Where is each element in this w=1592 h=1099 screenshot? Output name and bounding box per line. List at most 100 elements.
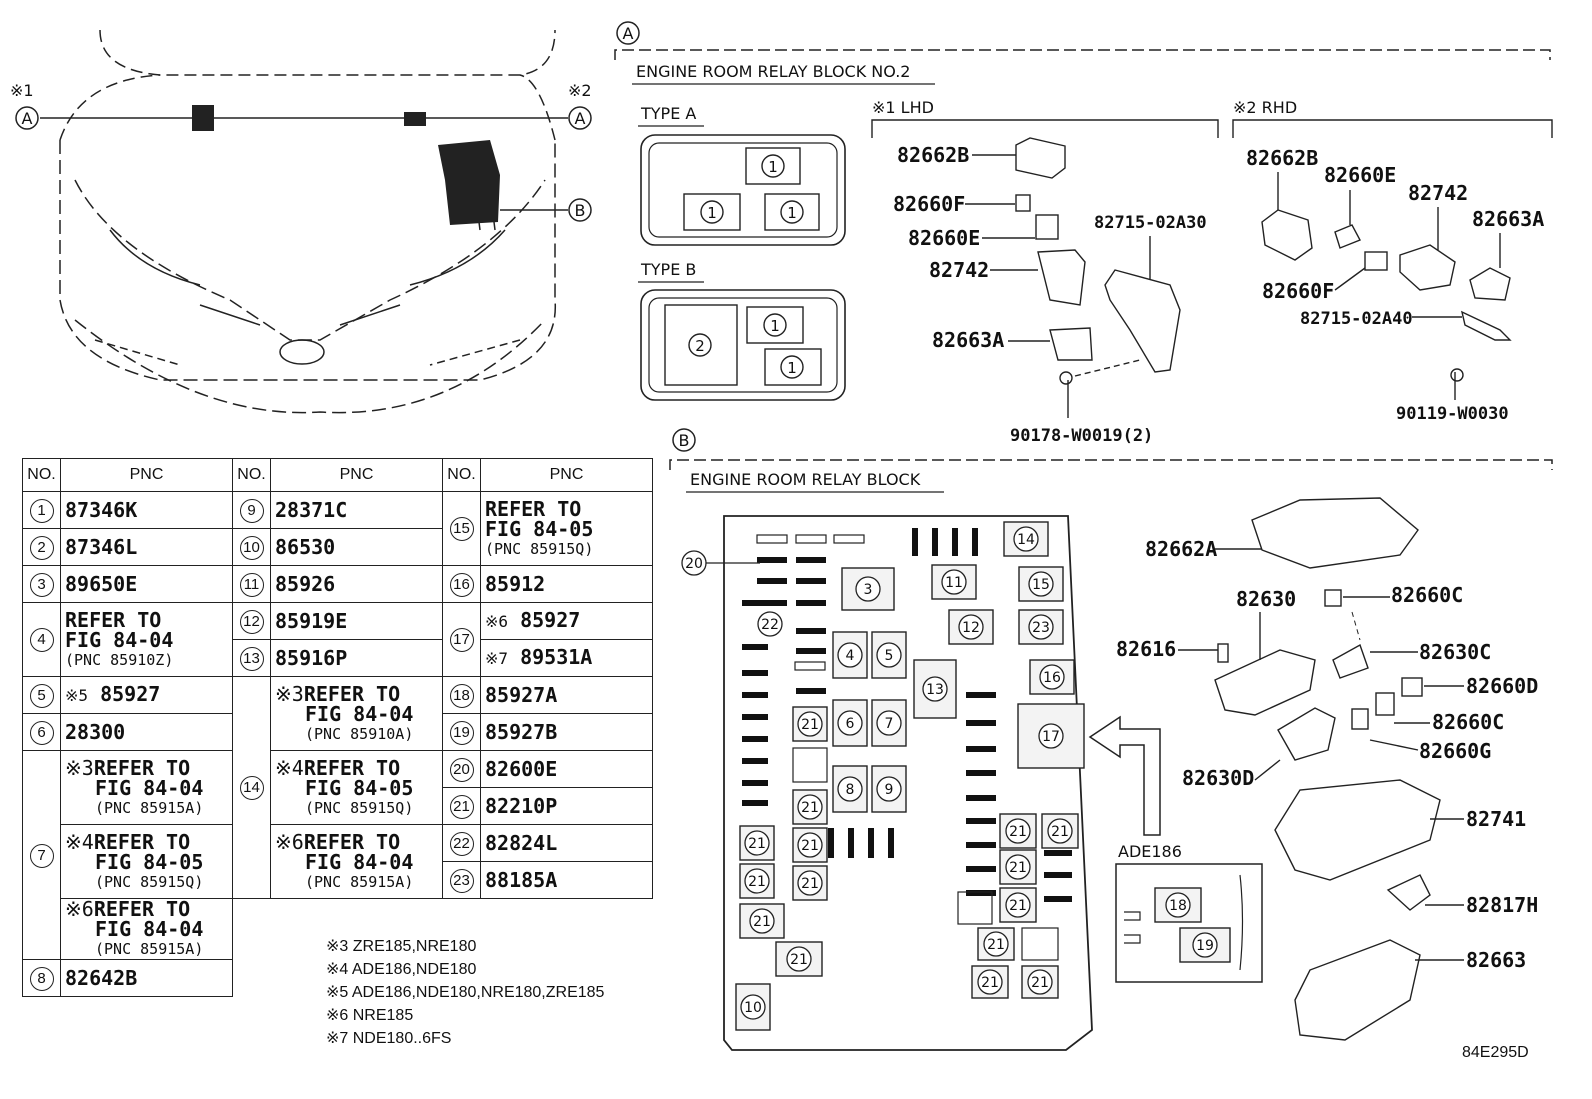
pnc-cell: 86530 bbox=[270, 528, 443, 566]
svg-text:1: 1 bbox=[707, 204, 717, 222]
fuse-callout-21 bbox=[797, 794, 823, 820]
row-number: 9 bbox=[239, 498, 264, 523]
fuse-callout-21 bbox=[977, 969, 1003, 995]
engine-room-relay-block-marker bbox=[438, 140, 500, 225]
fuse-blade bbox=[966, 842, 996, 848]
section-a-callout bbox=[616, 21, 640, 45]
svg-text:82660C: 82660C bbox=[1391, 583, 1463, 607]
pnc-reference-cell: ※3REFER TO FIG 84-04(PNC 85915A) bbox=[60, 750, 233, 825]
diagram-code: 84E295D bbox=[1462, 1044, 1529, 1061]
svg-text:82660D: 82660D bbox=[1466, 674, 1538, 698]
footnote: ※4 ADE186,NDE180 bbox=[326, 961, 477, 978]
svg-text:82662A: 82662A bbox=[1145, 537, 1217, 561]
fuse-number: 12 bbox=[962, 620, 980, 636]
row-number: 11 bbox=[239, 572, 264, 597]
row-number: 15 bbox=[449, 517, 474, 541]
fuse-number: 21 bbox=[1051, 824, 1069, 840]
fuse-blade bbox=[742, 644, 768, 650]
ade186-label: ADE186 bbox=[1118, 842, 1182, 861]
footnote: ※7 NDE180..6FS bbox=[326, 1030, 452, 1047]
fuse-blade bbox=[742, 736, 768, 742]
fuse-blade bbox=[966, 890, 996, 896]
svg-text:82742: 82742 bbox=[929, 258, 989, 282]
svg-text:82630D: 82630D bbox=[1182, 766, 1254, 790]
fuse-blade bbox=[796, 648, 826, 654]
fuse-blade bbox=[742, 714, 768, 720]
svg-text:B: B bbox=[679, 431, 690, 450]
pnc-cell: 85912 bbox=[480, 565, 653, 603]
fuse-callout-23 bbox=[1028, 614, 1054, 640]
fuse-number: 21 bbox=[748, 836, 766, 852]
fuse-number: 19 bbox=[1196, 938, 1214, 954]
block-b-part-sketches bbox=[1178, 497, 1464, 1041]
fuse-callout-7 bbox=[876, 710, 902, 736]
fuse-callout-18 bbox=[1165, 892, 1191, 918]
fuse-number: 21 bbox=[1009, 860, 1027, 876]
svg-text:82715-02A40: 82715-02A40 bbox=[1300, 309, 1413, 329]
relay-block-rhd-marker bbox=[404, 112, 426, 126]
fuse-blade bbox=[888, 828, 894, 858]
fuse-blade bbox=[966, 818, 996, 824]
pnc-cell: 82210P bbox=[480, 787, 653, 825]
fuse-callout-12 bbox=[958, 614, 984, 640]
row-number: 18 bbox=[449, 683, 474, 708]
fuse-blade bbox=[966, 795, 996, 801]
fuse-blade bbox=[912, 528, 918, 556]
lhd-part-sketches bbox=[965, 137, 1181, 418]
row-number: 12 bbox=[239, 609, 264, 634]
type-a-fuses bbox=[683, 147, 820, 231]
fuse-blade bbox=[848, 828, 854, 858]
svg-text:82660C: 82660C bbox=[1432, 710, 1504, 734]
fuse-callout-3 bbox=[855, 576, 881, 602]
fuse-blade bbox=[966, 692, 996, 698]
relay-block-lhd-marker bbox=[192, 105, 214, 131]
rhd-mark: ※2 bbox=[568, 81, 592, 100]
svg-text:1: 1 bbox=[787, 204, 797, 222]
fuse-number: 10 bbox=[744, 1000, 762, 1016]
pnc-cell: ※7 89531A bbox=[480, 639, 653, 677]
fuse-number: 3 bbox=[864, 582, 873, 598]
fuse-number: 21 bbox=[753, 914, 771, 930]
fuse-callout-21 bbox=[744, 830, 770, 856]
fuse-blade bbox=[796, 628, 826, 634]
fuse-callout-19 bbox=[1192, 932, 1218, 958]
callout-a-left bbox=[15, 106, 39, 130]
fuse-callout-21 bbox=[983, 931, 1009, 957]
fuse-blade bbox=[742, 758, 768, 764]
fuse-number: 17 bbox=[1042, 729, 1060, 745]
fuse-callout-17 bbox=[1038, 723, 1064, 749]
fuse-blade bbox=[742, 780, 768, 786]
fuse-blade bbox=[796, 578, 826, 584]
callout-a-right bbox=[568, 106, 592, 130]
fuse-blade bbox=[952, 528, 958, 556]
fuse-slot-17 bbox=[1017, 703, 1085, 769]
lhd-mark: ※1 bbox=[10, 81, 34, 100]
fuse-number: 21 bbox=[1009, 824, 1027, 840]
fuse-callout-21 bbox=[1027, 969, 1053, 995]
pnc-cell: 88185A bbox=[480, 861, 653, 899]
svg-text:82742: 82742 bbox=[1408, 181, 1468, 205]
svg-text:82817H: 82817H bbox=[1466, 893, 1538, 917]
fuse-number: 21 bbox=[790, 952, 808, 968]
type-b-fuses bbox=[664, 304, 822, 386]
row-number: 23 bbox=[449, 868, 474, 893]
row-number: 16 bbox=[449, 572, 474, 597]
svg-text:82660F: 82660F bbox=[893, 192, 965, 216]
svg-text:A: A bbox=[22, 109, 33, 128]
fuse-number: 23 bbox=[1032, 620, 1050, 636]
type-b-block bbox=[640, 289, 846, 401]
row-number: 3 bbox=[29, 572, 54, 597]
svg-text:1: 1 bbox=[770, 317, 780, 335]
fuse-number: 20 bbox=[685, 556, 703, 572]
svg-text:82660F: 82660F bbox=[1262, 279, 1334, 303]
fuse-callout-11 bbox=[941, 569, 967, 595]
svg-text:82741: 82741 bbox=[1466, 807, 1526, 831]
fuse-number: 8 bbox=[846, 782, 855, 798]
fuse-number: 21 bbox=[801, 838, 819, 854]
pnc-cell: 85916P bbox=[270, 639, 443, 677]
fuse-number: 22 bbox=[761, 617, 779, 633]
fuse-blade bbox=[757, 600, 787, 606]
